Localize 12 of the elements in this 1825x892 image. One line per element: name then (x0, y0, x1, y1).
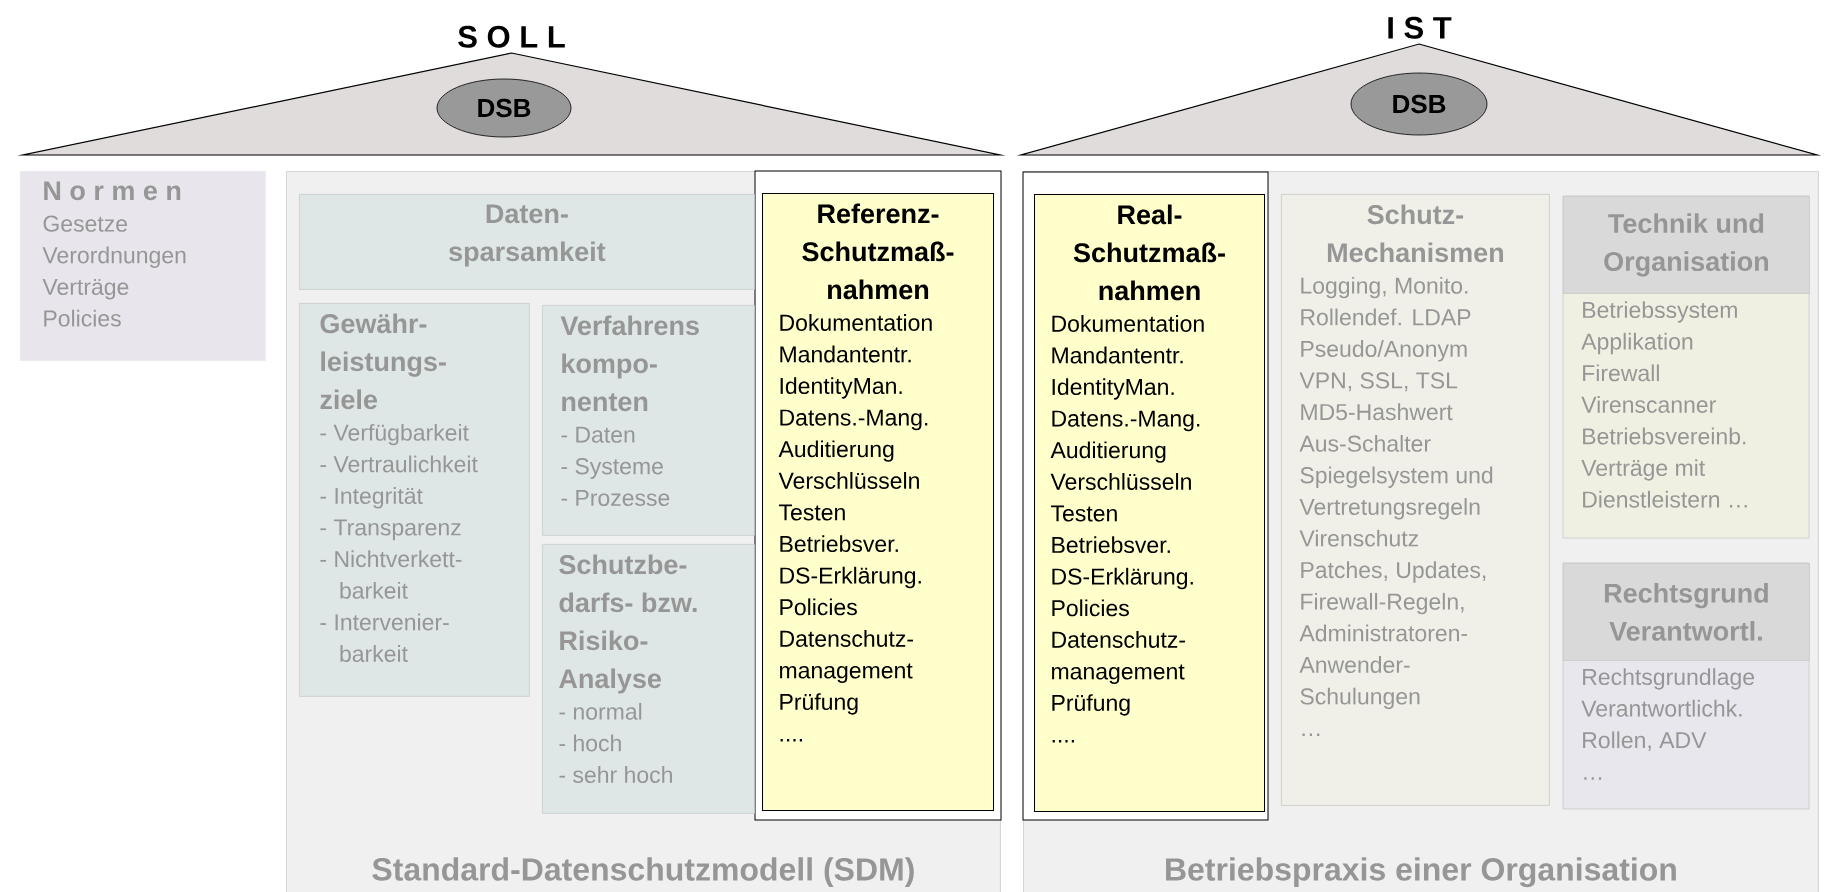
category-box: Technik und Organisation Betriebssystem Applikation Firewall Virenscanner Betriebsvereinb. Verträge mit Dienstleistern … (1562, 195, 1810, 539)
topic-box: Schutz- Mechanismen Logging, Monito. Rollendef. LDAP Pseudo/Anonym VPN, SSL, TSL MD5-Hashwert Aus-Schalter Spiegelsystem und Vertretungsregeln Virenschutz Patches, Updates, Firewall-Regeln, Administratoren- Anwender- Schulungen … (1281, 194, 1550, 806)
measures-box: Referenz- Schutzmaß- nahmen Dokumentation Mandantentr. IdentityMan. Datens.-Mang. Auditierung Verschlüsseln Testen Betriebsver. DS-Erklärung. Policies Datenschutz- management Prüfung .... (762, 193, 994, 811)
topic-box: Daten- sparsamkeit (299, 194, 755, 290)
topic-box: Verfahrens kompo- nenten - Daten - Systeme - Prozesse (542, 305, 755, 536)
norms-panel: N o r m e n Gesetze Verordnungen Verträge Policies (20, 171, 266, 361)
node-label: I S T (1388, 16, 1452, 39)
node-label: S O L L (458, 25, 565, 48)
topic-box: Schutzbe- darfs- bzw. Risiko- Analyse - normal - hoch - sehr hoch (542, 544, 755, 814)
measures-box: Real- Schutzmaß- nahmen Dokumentation Mandantentr. IdentityMan. Datens.-Mang. Auditierung Verschlüsseln Testen Betriebsver. DS-Erklärung. Policies Datenschutz- management Prüfung .... (1034, 194, 1265, 812)
category-box: Rechtsgrund Verantwortl. Rechtsgrundlage Verantwortlichk. Rollen, ADV … (1562, 562, 1810, 810)
topic-box: Gewähr- leistungs- ziele - Verfügbarkeit - Vertraulichkeit - Integrität - Transparenz - Nichtverkett- barkeit - Intervenier- barkeit (299, 303, 530, 697)
